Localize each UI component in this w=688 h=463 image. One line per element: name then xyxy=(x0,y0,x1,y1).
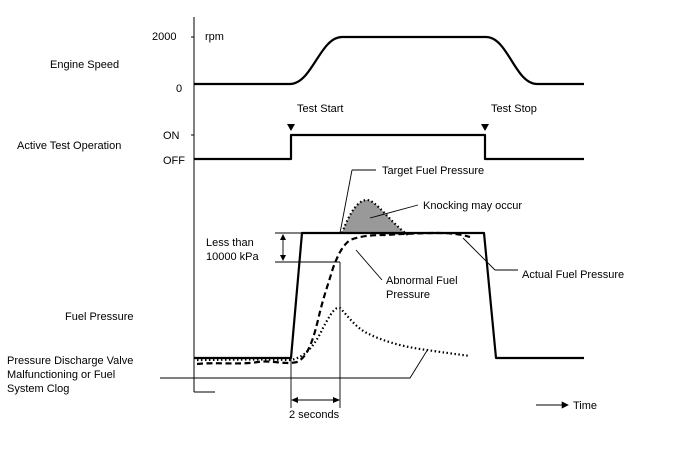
abnormal-leader xyxy=(355,249,383,281)
less-than-line2: 10000 kPa xyxy=(206,251,259,263)
two-seconds-label: 2 seconds xyxy=(289,409,340,421)
active-test-signal xyxy=(194,133,584,161)
pdv-label-line2: Malfunctioning or Fuel xyxy=(7,369,115,381)
test-stop-marker xyxy=(481,124,489,131)
pressure-arrow-down xyxy=(280,255,286,261)
knocking-label: Knocking may occur xyxy=(423,200,522,212)
time-label: Time xyxy=(573,400,597,412)
actual-fuel-pressure-curve xyxy=(196,231,471,366)
off-label: OFF xyxy=(163,155,185,167)
target-leader xyxy=(339,169,353,234)
rpm-2000-tick-label: 2000 xyxy=(152,31,176,43)
pressure-arrow-up xyxy=(280,234,286,240)
actual-fuel-pressure-label: Actual Fuel Pressure xyxy=(522,269,624,281)
two-sec-arrow-right xyxy=(333,397,340,403)
test-start-marker xyxy=(287,124,295,131)
pdv-label-line1: Pressure Discharge Valve xyxy=(7,355,133,367)
knocking-area xyxy=(342,200,408,235)
active-test-label: Active Test Operation xyxy=(17,140,121,152)
target-fuel-pressure-curve xyxy=(194,231,584,360)
abnormal-label-line2: Pressure xyxy=(386,289,430,301)
engine-speed-curve xyxy=(194,35,584,86)
actual-leader xyxy=(462,237,496,271)
target-fuel-pressure-label: Target Fuel Pressure xyxy=(382,165,484,177)
test-start-label: Test Start xyxy=(297,103,343,115)
less-than-line1: Less than xyxy=(206,237,254,249)
abnormal-fuel-pressure-curve xyxy=(196,306,471,362)
rpm-unit-label: rpm xyxy=(205,31,224,43)
rpm-0-tick-label: 0 xyxy=(176,83,182,95)
abnormal-label-line1: Abnormal Fuel xyxy=(386,275,458,287)
on-label: ON xyxy=(163,130,180,142)
test-stop-label: Test Stop xyxy=(491,103,537,115)
knocking-leader xyxy=(369,204,419,219)
pdv-label-line3: System Clog xyxy=(7,383,69,395)
two-sec-arrow-left xyxy=(291,397,298,403)
knocking-peak-curve xyxy=(340,198,409,236)
pdv-leader xyxy=(160,348,429,379)
fuel-pressure-label: Fuel Pressure xyxy=(65,311,133,323)
engine-speed-label: Engine Speed xyxy=(50,59,119,71)
